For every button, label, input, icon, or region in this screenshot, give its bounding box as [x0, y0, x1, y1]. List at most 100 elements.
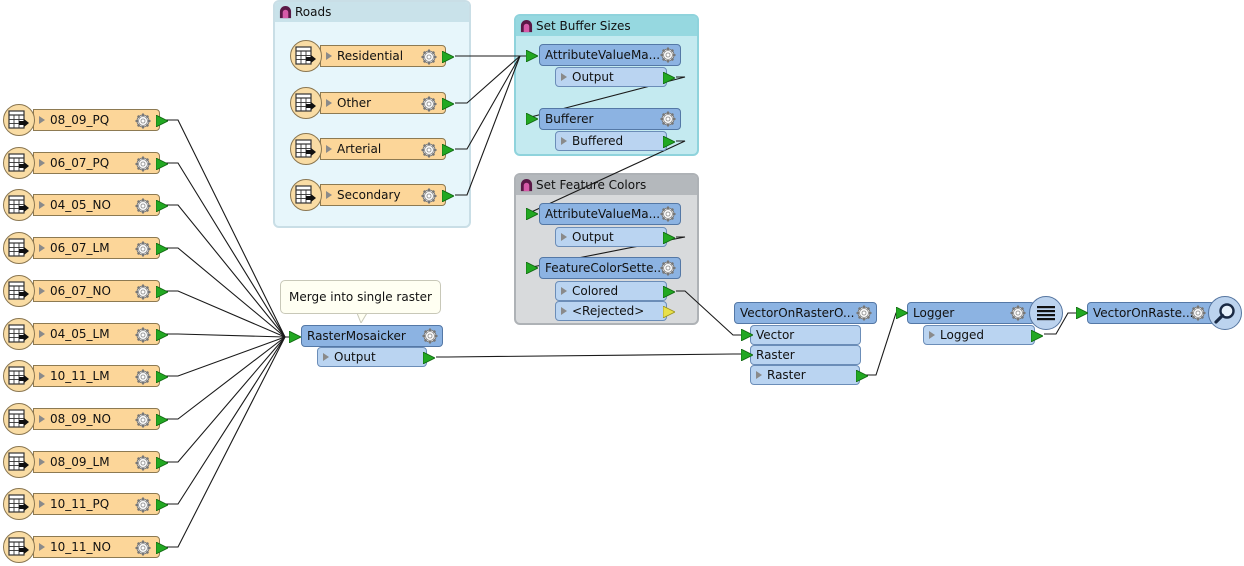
expand-icon[interactable] [39, 330, 45, 338]
bookmark-roads-title[interactable]: Roads [275, 2, 469, 22]
expand-icon[interactable] [39, 159, 45, 167]
port-colored[interactable]: Colored [555, 281, 667, 301]
port-rejected[interactable]: <Rejected> [555, 301, 675, 321]
transformer-featurecolorsetter[interactable]: FeatureColorSette... [539, 257, 681, 279]
gear-icon[interactable] [135, 327, 151, 343]
reader-bar[interactable]: 04_05_LM [33, 323, 160, 345]
port-output-raster[interactable]: Raster [750, 365, 860, 385]
output-port-icon[interactable] [442, 98, 454, 110]
expand-icon[interactable] [39, 116, 45, 124]
output-port-icon[interactable] [856, 370, 868, 382]
input-port-icon[interactable] [526, 208, 538, 220]
transformer-bufferer[interactable]: Bufferer [539, 108, 681, 130]
port-output[interactable]: Output [317, 347, 427, 367]
output-port-icon[interactable] [156, 414, 168, 426]
expand-icon[interactable] [39, 415, 45, 423]
reader-bar[interactable]: Secondary [320, 184, 446, 206]
transformer-rastermosaicker[interactable]: RasterMosaicker [301, 325, 443, 347]
output-port-icon[interactable] [1031, 330, 1043, 342]
reader-bar[interactable]: Arterial [320, 138, 446, 160]
output-port-icon[interactable] [442, 144, 454, 156]
expand-icon[interactable] [39, 201, 45, 209]
expand-icon[interactable] [39, 500, 45, 508]
output-port-icon[interactable] [156, 158, 168, 170]
input-port-icon[interactable] [1076, 307, 1088, 319]
expand-icon[interactable] [326, 99, 332, 107]
expand-icon[interactable] [756, 371, 762, 379]
expand-icon[interactable] [39, 543, 45, 551]
annotation-callout[interactable]: Merge into single raster [280, 280, 441, 314]
transformer-attributevaluemapper-2[interactable]: AttributeValueMa... [539, 203, 681, 225]
expand-icon[interactable] [39, 458, 45, 466]
port-input-vector[interactable]: Vector [750, 325, 861, 345]
input-port-icon[interactable] [741, 329, 753, 341]
port-buffered[interactable]: Buffered [555, 131, 667, 151]
port-logged[interactable]: Logged [923, 325, 1035, 345]
gear-icon[interactable] [135, 198, 151, 214]
reader-bar[interactable]: 10_11_PQ [33, 493, 160, 515]
port-output[interactable]: Output [555, 227, 667, 247]
gear-icon[interactable] [1190, 305, 1206, 321]
expand-icon[interactable] [561, 73, 567, 81]
output-port-icon[interactable] [156, 115, 168, 127]
output-port-icon[interactable] [156, 200, 168, 212]
reader-bar[interactable]: Residential [320, 45, 446, 67]
logger-endcap[interactable] [1029, 296, 1063, 330]
reader-bar[interactable]: 08_09_NO [33, 408, 160, 430]
gear-icon[interactable] [421, 142, 437, 158]
transformer-vectoronrasteroverlayer[interactable]: VectorOnRasterO... [734, 302, 877, 324]
gear-icon[interactable] [135, 156, 151, 172]
gear-icon[interactable] [856, 305, 872, 321]
transformer-attributevaluemapper-1[interactable]: AttributeValueMa... [539, 44, 681, 66]
gear-icon[interactable] [135, 241, 151, 257]
reader-bar[interactable]: 04_05_NO [33, 194, 160, 216]
expand-icon[interactable] [561, 233, 567, 241]
output-port-icon[interactable] [663, 72, 675, 84]
gear-icon[interactable] [660, 47, 676, 63]
expand-icon[interactable] [39, 372, 45, 380]
gear-icon[interactable] [135, 497, 151, 513]
expand-icon[interactable] [39, 244, 45, 252]
expand-icon[interactable] [326, 145, 332, 153]
output-port-icon[interactable] [156, 243, 168, 255]
gear-icon[interactable] [135, 540, 151, 556]
reader-bar[interactable]: 06_07_LM [33, 237, 160, 259]
inspector-endcap[interactable] [1208, 296, 1242, 330]
output-port-icon[interactable] [663, 232, 675, 244]
output-port-icon[interactable] [156, 286, 168, 298]
gear-icon[interactable] [135, 284, 151, 300]
output-port-icon[interactable] [423, 352, 435, 364]
reader-bar[interactable]: 08_09_LM [33, 451, 160, 473]
transformer-vectoronrasteroverlayer-inspector[interactable]: VectorOnRaste... [1087, 302, 1215, 324]
input-port-icon[interactable] [741, 349, 753, 361]
output-port-icon[interactable] [442, 190, 454, 202]
input-port-icon[interactable] [526, 50, 538, 62]
output-port-icon[interactable] [156, 457, 168, 469]
expand-icon[interactable] [561, 137, 567, 145]
output-port-icon[interactable] [663, 136, 675, 148]
reader-bar[interactable]: 06_07_NO [33, 280, 160, 302]
gear-icon[interactable] [135, 113, 151, 129]
reader-bar[interactable]: 10_11_LM [33, 365, 160, 387]
reader-bar[interactable]: 06_07_PQ [33, 152, 160, 174]
reader-bar[interactable]: 08_09_PQ [33, 109, 160, 131]
port-output[interactable]: Output [555, 67, 667, 87]
reader-bar[interactable]: Other [320, 92, 446, 114]
gear-icon[interactable] [421, 188, 437, 204]
reader-bar[interactable]: 10_11_NO [33, 536, 160, 558]
gear-icon[interactable] [421, 49, 437, 65]
gear-icon[interactable] [660, 206, 676, 222]
gear-icon[interactable] [135, 369, 151, 385]
output-port-icon[interactable] [663, 286, 675, 298]
gear-icon[interactable] [422, 328, 438, 344]
expand-icon[interactable] [561, 287, 567, 295]
bookmark-colors-title[interactable]: Set Feature Colors [516, 175, 697, 195]
input-port-icon[interactable] [526, 262, 538, 274]
output-port-icon[interactable] [156, 542, 168, 554]
bookmark-buffer-title[interactable]: Set Buffer Sizes [516, 16, 697, 36]
output-port-icon[interactable] [442, 51, 454, 63]
expand-icon[interactable] [323, 353, 329, 361]
gear-icon[interactable] [135, 455, 151, 471]
input-port-icon[interactable] [289, 331, 301, 343]
expand-icon[interactable] [326, 52, 332, 60]
